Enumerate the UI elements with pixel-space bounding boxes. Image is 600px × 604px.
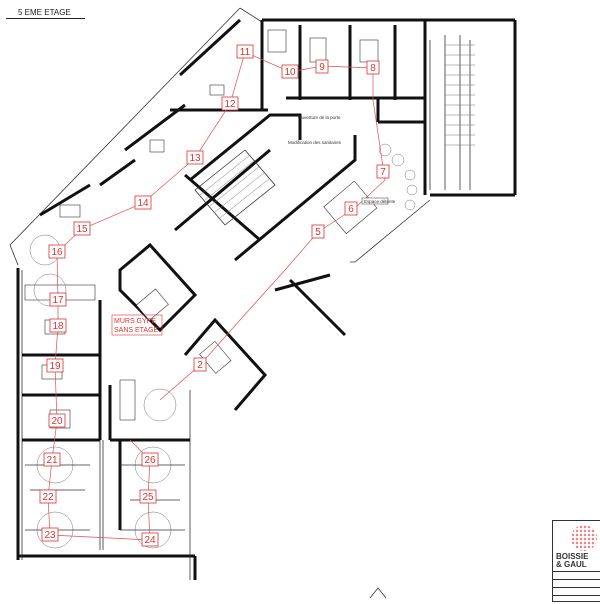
room-24: 24 (141, 532, 159, 547)
annotations: Ouverture de la porte Modification des s… (111, 115, 396, 336)
room-numbers: 11 10 9 8 12 13 14 15 16 17 18 19 20 21 … (39, 44, 390, 547)
room-13: 13 (186, 150, 204, 165)
title-block: BOISSIE& GAUL (552, 520, 600, 602)
lounge-label: Espace détente (364, 199, 396, 204)
title-block-row (553, 595, 600, 604)
room-12: 12 (221, 96, 239, 111)
svg-text:20: 20 (51, 416, 63, 427)
svg-text:18: 18 (52, 321, 64, 332)
svg-text:10: 10 (284, 67, 296, 78)
svg-text:16: 16 (51, 247, 63, 258)
svg-text:14: 14 (137, 198, 149, 209)
brand-line-1: BOISSIE (556, 552, 589, 561)
room-26: 26 (141, 452, 159, 467)
room-2: 2 (193, 357, 207, 372)
svg-text:19: 19 (49, 361, 61, 372)
room-8: 8 (366, 60, 380, 75)
title-block-row (553, 587, 600, 596)
svg-text:22: 22 (42, 492, 54, 503)
interior-walls (22, 18, 425, 530)
svg-text:21: 21 (46, 455, 58, 466)
svg-text:13: 13 (189, 153, 201, 164)
room-19: 19 (46, 358, 64, 373)
svg-text:26: 26 (144, 455, 156, 466)
door-opening-note: Ouverture de la porte (298, 115, 341, 120)
brand-name: BOISSIE& GAUL (556, 553, 588, 569)
svg-text:12: 12 (224, 99, 236, 110)
logo-icon (571, 525, 597, 551)
room-15: 15 (73, 221, 91, 236)
svg-text:2: 2 (197, 360, 203, 371)
room-20: 20 (48, 413, 66, 428)
svg-text:6: 6 (348, 204, 354, 215)
room-11: 11 (236, 44, 254, 59)
exterior-walls (9, 7, 517, 580)
room-17: 17 (49, 292, 67, 307)
svg-text:5: 5 (315, 227, 321, 238)
room-23: 23 (41, 527, 59, 542)
route-lines (47, 51, 386, 541)
svg-text:11: 11 (240, 47, 251, 58)
title-block-row (553, 579, 600, 588)
stairs (194, 35, 475, 226)
room-16: 16 (48, 244, 66, 259)
room-25: 25 (139, 489, 157, 504)
gypsum-note-1: MURS GYPE (114, 318, 156, 325)
title-block-row (553, 571, 600, 580)
svg-text:8: 8 (370, 63, 376, 74)
floor-title: 5 EME ETAGE (6, 8, 85, 19)
room-7: 7 (376, 164, 390, 179)
svg-text:25: 25 (142, 492, 154, 503)
svg-text:7: 7 (380, 167, 386, 178)
room-6: 6 (344, 201, 358, 216)
room-10: 10 (281, 64, 299, 79)
svg-text:23: 23 (44, 530, 56, 541)
brand-line-2: & GAUL (556, 560, 587, 569)
svg-text:17: 17 (52, 295, 64, 306)
modification-note: Modification des sanitaires (288, 140, 342, 145)
gypsum-note-2: SANS ETAGE (114, 327, 159, 334)
room-9: 9 (315, 59, 329, 74)
furniture (24, 29, 418, 550)
room-22: 22 (39, 489, 57, 504)
svg-text:24: 24 (144, 535, 156, 546)
svg-text:15: 15 (76, 224, 88, 235)
room-14: 14 (134, 195, 152, 210)
north-arrow (369, 587, 387, 599)
room-5: 5 (311, 224, 325, 239)
svg-text:9: 9 (319, 62, 325, 73)
room-18: 18 (49, 318, 67, 333)
room-21: 21 (43, 452, 61, 467)
